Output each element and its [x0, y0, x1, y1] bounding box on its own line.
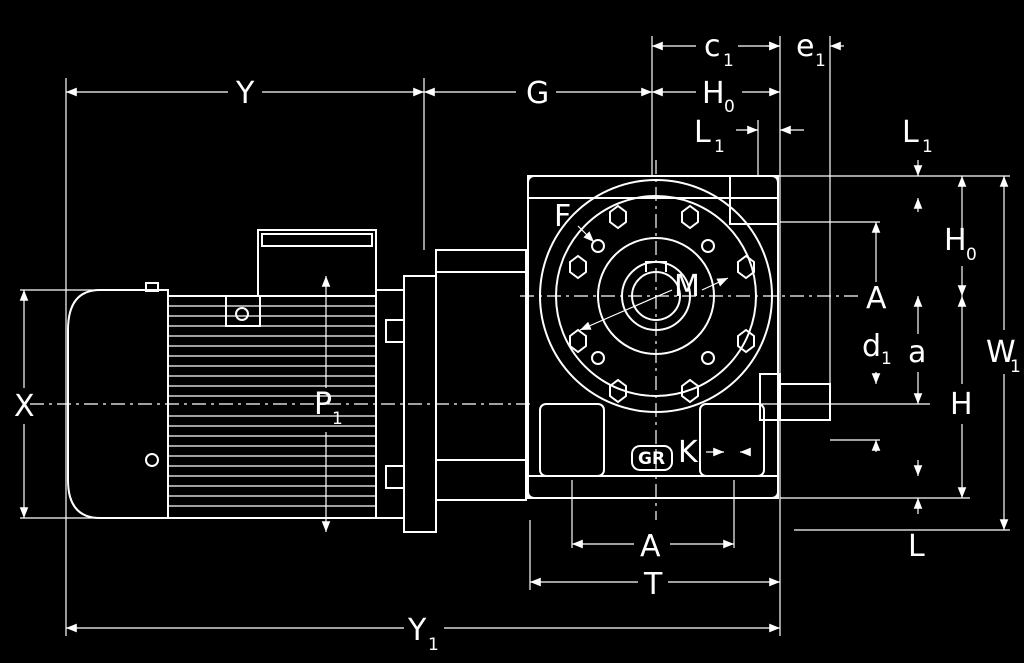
label-f: F [554, 199, 571, 234]
extension-lines [20, 36, 1010, 636]
flange-bolts [569, 204, 755, 404]
svg-text:1: 1 [1010, 357, 1021, 377]
svg-text:W: W [986, 335, 1016, 370]
terminal-box [257, 229, 377, 297]
svg-text:1: 1 [428, 635, 439, 655]
svg-text:e: e [796, 29, 814, 64]
svg-text:0: 0 [966, 245, 977, 265]
label-y: Y [235, 76, 255, 111]
svg-text:1: 1 [723, 51, 734, 71]
dimension-lines [19, 41, 1009, 633]
label-a-bottom: A [640, 529, 661, 564]
label-a-small: a [908, 335, 926, 370]
svg-text:c: c [704, 29, 721, 64]
label-t: T [643, 567, 663, 602]
gr-logo [631, 445, 673, 471]
svg-text:1: 1 [922, 137, 933, 157]
label-x: X [14, 389, 35, 424]
svg-text:1: 1 [815, 51, 826, 71]
svg-text:L: L [694, 115, 711, 150]
label-a-right: A [866, 281, 887, 316]
label-m: M [674, 269, 700, 304]
svg-text:H: H [702, 76, 725, 111]
svg-text:1: 1 [332, 409, 343, 429]
svg-text:1: 1 [881, 349, 892, 369]
gr-logo-text: GR [638, 449, 665, 469]
svg-text:L: L [902, 115, 919, 150]
svg-text:Y: Y [407, 613, 427, 648]
label-w1: W1 [986, 335, 1021, 377]
motor [67, 229, 527, 533]
label-h: H [950, 387, 973, 422]
svg-text:d: d [862, 329, 881, 364]
cooling-fins [168, 305, 376, 507]
svg-text:P: P [314, 387, 332, 422]
label-l: L [908, 529, 925, 564]
svg-text:1: 1 [714, 137, 725, 157]
label-g: G [526, 76, 549, 111]
center-lines [30, 160, 860, 520]
svg-text:H: H [944, 223, 967, 258]
label-k: K [678, 435, 699, 470]
svg-text:0: 0 [724, 97, 735, 117]
